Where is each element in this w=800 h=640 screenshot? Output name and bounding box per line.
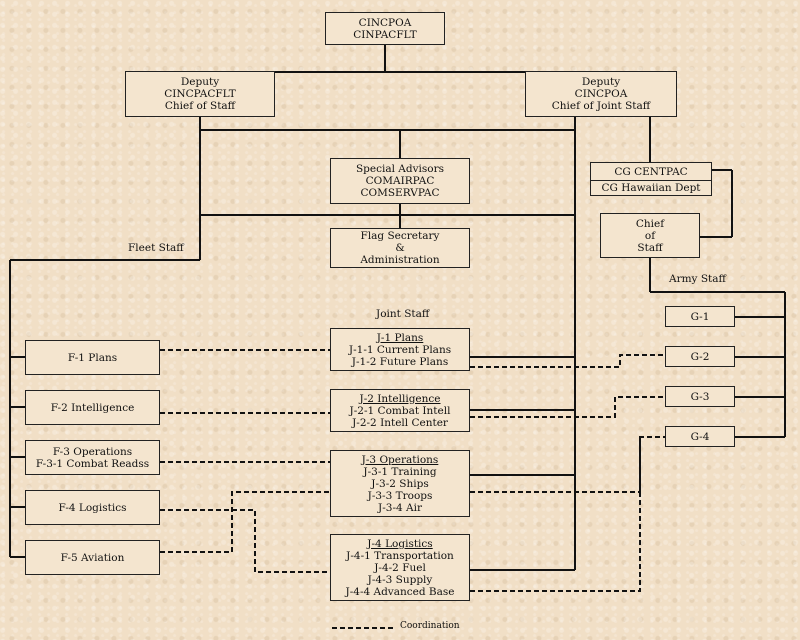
coordination-line [470, 436, 665, 493]
f1-plans-box: F-1 Plans [25, 340, 160, 375]
f3-operations-box: F-3 Operations F-3-1 Combat Readss [25, 440, 160, 475]
g4-box: G-4 [665, 426, 735, 447]
f4-logistics-box: F-4 Logistics [25, 490, 160, 525]
f2-intelligence-box: F-2 Intelligence [25, 390, 160, 425]
legend-label: Coordination [400, 621, 460, 631]
special-advisors-box: Special Advisors COMAIRPAC COMSERVPAC [330, 158, 470, 204]
coordination-line [160, 509, 330, 573]
j1-plans-box: J-1 Plans J-1-1 Current Plans J-1-2 Futu… [330, 328, 470, 371]
coordination-line [470, 354, 665, 368]
coordination-line [470, 396, 665, 418]
flag-secretary-box: Flag Secretary & Administration [330, 228, 470, 268]
g2-box: G-2 [665, 346, 735, 367]
joint-staff-label: Joint Staff [376, 308, 430, 320]
j4-logistics-box: J-4 Logistics J-4-1 Transportation J-4-2… [330, 534, 470, 601]
army-staff-label: Army Staff [669, 273, 726, 285]
coordination-line [470, 437, 641, 592]
f5-aviation-box: F-5 Aviation [25, 540, 160, 575]
g1-box: G-1 [665, 306, 735, 327]
deputy-cincpacflt-box: Deputy CINCPACFLT Chief of Staff [125, 71, 275, 117]
j2-intelligence-box: J-2 Intelligence J-2-1 Combat Intell J-2… [330, 389, 470, 432]
g3-box: G-3 [665, 386, 735, 407]
cincpoa-box: CINCPOA CINPACFLT [325, 12, 445, 45]
cg-centpac-box: CG CENTPAC CG Hawaiian Dept [590, 162, 712, 196]
coordination-line [160, 491, 330, 553]
j3-operations-box: J-3 Operations J-3-1 Training J-3-2 Ship… [330, 450, 470, 517]
fleet-staff-label: Fleet Staff [128, 242, 184, 254]
deputy-cincpoa-box: Deputy CINCPOA Chief of Joint Staff [525, 71, 677, 117]
chief-of-staff-box: Chief of Staff [600, 213, 700, 258]
